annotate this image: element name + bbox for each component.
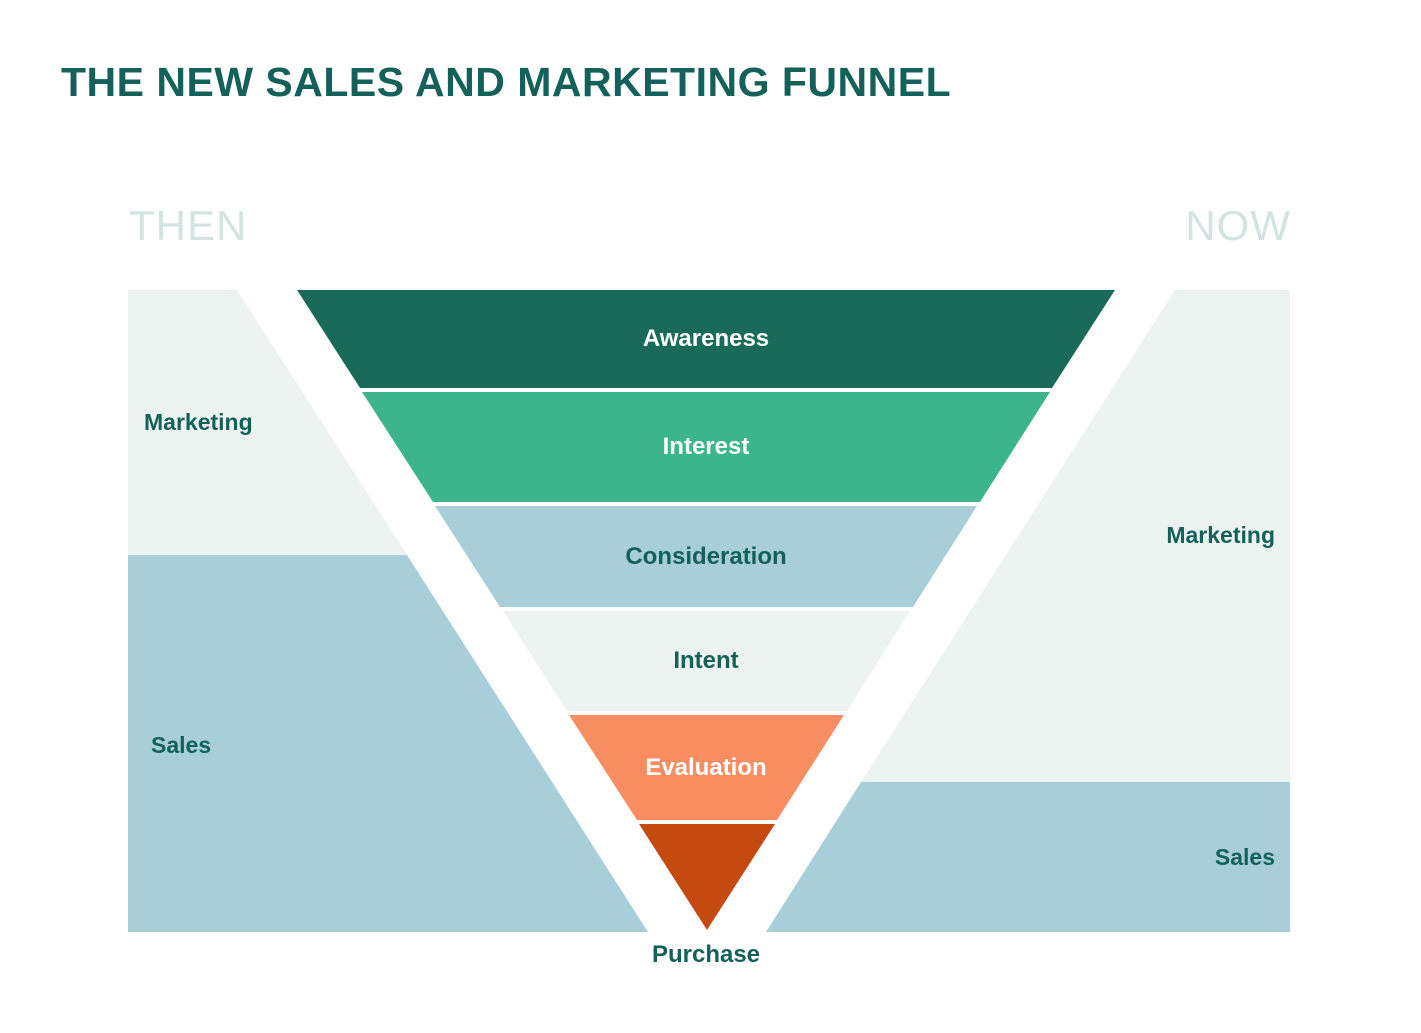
now-sales-label: Sales bbox=[1214, 844, 1275, 870]
funnel-stage-intent: Intent bbox=[503, 611, 910, 711]
era-label-then: THEN bbox=[129, 202, 248, 249]
funnel-stage-evaluation: Evaluation bbox=[569, 715, 844, 820]
then-sales-label: Sales bbox=[151, 732, 212, 758]
funnel-stage-purchase-label: Purchase bbox=[651, 941, 761, 968]
now-marketing-label: Marketing bbox=[1166, 522, 1275, 548]
then-marketing-label: Marketing bbox=[144, 409, 253, 435]
funnel-stage-awareness: Awareness bbox=[297, 290, 1115, 388]
page-title: THE NEW SALES AND MARKETING FUNNEL bbox=[61, 59, 952, 105]
era-label-now: NOW bbox=[1185, 202, 1291, 249]
funnel-diagram: Awareness Interest Consideration Intent … bbox=[297, 290, 1115, 932]
now-sales-region bbox=[766, 782, 1290, 932]
funnel-stage-purchase-tip bbox=[639, 824, 775, 930]
funnel-stage-consideration: Consideration bbox=[435, 506, 977, 607]
funnel-stage-interest: Interest bbox=[362, 392, 1050, 502]
